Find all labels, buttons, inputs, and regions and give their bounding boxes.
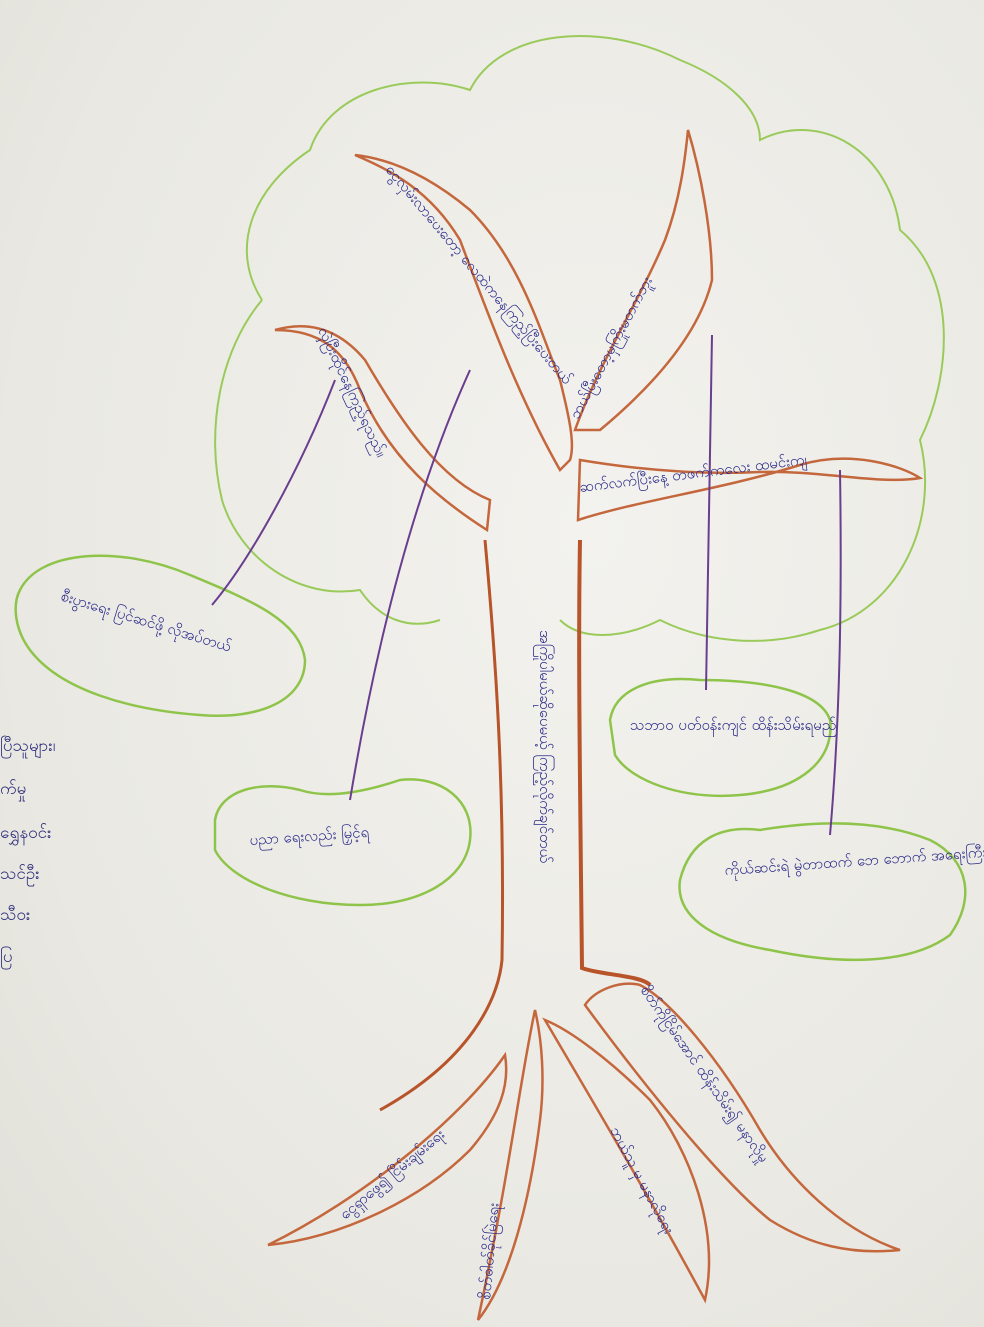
branch-2-shape: [275, 326, 490, 530]
leaf-4-text: ကိုယ်ဆင်းရဲ မွဲတာထက် ဘေ ဘောက် အရေးကြီး: [724, 842, 984, 882]
branch-2-text: လှဲပြီးထိုင်နေကြည့်ရသည်။: [312, 324, 392, 462]
trunk-text: အကြိုပါမယ်ဆိုပေမယ့် ကြည့်လိုက်ချင်တယ်: [533, 630, 555, 863]
branch-1-text: ငွေလှမ်းလာပေးတော့ လေထဲကနေကြည့်ပြီးပေးတယ်: [380, 160, 577, 389]
margin-note-1: ပြီသူများ၊: [0, 735, 92, 760]
root-4-text: စိတ်ကိုငြိမ်အောင် ထိန်းသိမ်း၍ မနာလိုမှု: [634, 982, 773, 1168]
margin-note-4: သင်ဦး: [0, 863, 66, 888]
trunk-right-line: [579, 540, 650, 985]
root-3-text: ဘယ်သူ မှ မနာလိုရေး: [604, 1123, 678, 1238]
root-1-text: ငွေရှာဖွေ၍ ငြိမ်းချမ်းရေး: [336, 1125, 450, 1225]
margin-note-2: က်မှု: [0, 778, 60, 803]
margin-note-6: ပြ: [0, 946, 60, 971]
leaf-4-shape: [680, 823, 966, 959]
connector-4: [830, 470, 841, 835]
root-1-shape: [268, 1055, 506, 1245]
margin-note-3: ရွှေနဝင်း: [0, 822, 90, 847]
leaf-2-text: ပညာ ရေးလည်း မြှင့်ရ: [249, 822, 371, 852]
margin-note-5: သီဝး: [0, 904, 66, 929]
leaf-1-shape: [16, 556, 305, 716]
branch-3-text: ဘယ်ပြီးတော့မှကြိုးမတက်ဘူး: [565, 273, 659, 423]
root-2-text: စိတ်ဓါတ်ခိုင်မြဲရေး: [476, 1202, 505, 1301]
leaf-1-text: စီးပွားရေး ပြင်ဆင်ဖို့ လိုအပ်တယ်: [58, 586, 234, 659]
branch-1-shape: [355, 155, 572, 470]
trunk-left-line: [380, 540, 503, 1110]
leaf-3-shape: [610, 679, 830, 796]
leaf-3-text: သဘာဝ ပတ်ဝန်းကျင် ထိန်းသိမ်းရမည်: [630, 716, 836, 737]
